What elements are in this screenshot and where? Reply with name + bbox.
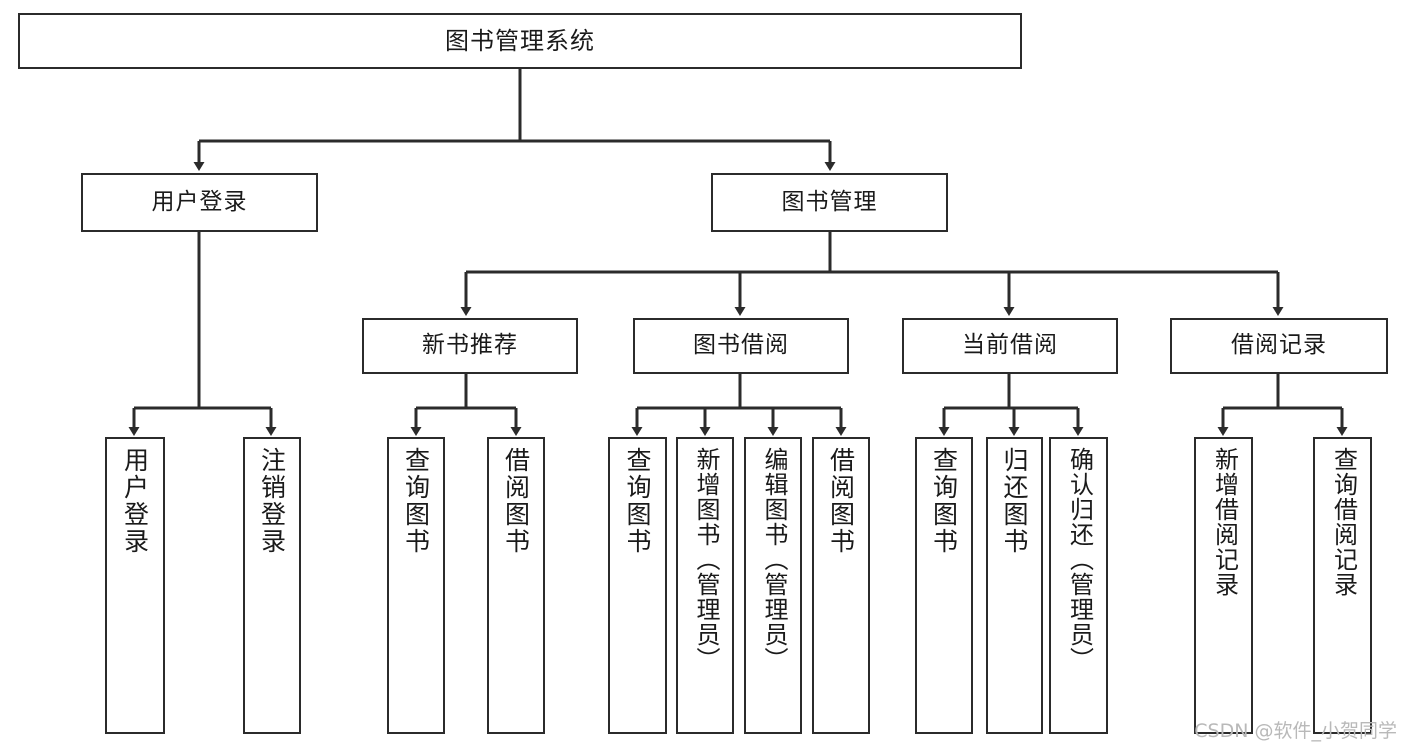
node-leaf-query-book-2[interactable]: 查询图书 [608,437,667,734]
node-leaf-add-book-label: 新增图书（管理员） [691,447,720,672]
node-leaf-borrow-book-2[interactable]: 借阅图书 [812,437,870,734]
node-leaf-query-book-2-label: 查询图书 [623,447,652,555]
connector-root-to-level2 [193,69,836,171]
node-current-borrow[interactable]: 当前借阅 [902,318,1118,374]
node-leaf-edit-book[interactable]: 编辑图书（管理员） [744,437,802,734]
node-leaf-query-book-3-label: 查询图书 [929,447,959,555]
node-borrow-record-label: 借阅记录 [1231,332,1327,359]
node-borrow-record[interactable]: 借阅记录 [1170,318,1388,374]
connector-currentborrow-to-leaves [938,374,1084,436]
node-book-borrow-label: 图书借阅 [693,332,789,359]
node-leaf-add-book[interactable]: 新增图书（管理员） [676,437,734,734]
node-leaf-return-book-label: 归还图书 [1000,447,1029,555]
node-leaf-borrow-book-1[interactable]: 借阅图书 [487,437,545,734]
node-user-login[interactable]: 用户登录 [81,173,318,232]
node-leaf-return-book[interactable]: 归还图书 [986,437,1043,734]
node-leaf-query-record[interactable]: 查询借阅记录 [1313,437,1372,734]
node-leaf-query-book-1[interactable]: 查询图书 [387,437,445,734]
node-current-borrow-label: 当前借阅 [962,332,1058,359]
csdn-watermark: CSDN @软件_小贺同学 [1194,720,1397,742]
node-book-manage[interactable]: 图书管理 [711,173,948,232]
node-leaf-add-record[interactable]: 新增借阅记录 [1194,437,1253,734]
node-leaf-user-login-label: 用户登录 [120,447,150,555]
node-leaf-confirm-return[interactable]: 确认归还（管理员） [1049,437,1108,734]
node-leaf-query-book-3[interactable]: 查询图书 [915,437,973,734]
connector-bookmanage-to-level3 [460,232,1284,316]
node-root[interactable]: 图书管理系统 [18,13,1022,69]
node-leaf-query-record-label: 查询借阅记录 [1329,447,1358,597]
node-leaf-borrow-book-1-label: 借阅图书 [501,447,531,555]
node-book-borrow[interactable]: 图书借阅 [633,318,849,374]
node-new-book-recommend[interactable]: 新书推荐 [362,318,578,374]
node-leaf-confirm-return-label: 确认归还（管理员） [1065,447,1094,672]
connector-userlogin-to-leaves [128,232,277,436]
node-new-book-recommend-label: 新书推荐 [422,332,518,359]
node-user-login-label: 用户登录 [151,188,248,215]
node-leaf-query-book-1-label: 查询图书 [401,447,431,555]
node-leaf-user-login[interactable]: 用户登录 [105,437,165,734]
node-book-manage-label: 图书管理 [781,188,878,215]
connector-newbook-to-leaves [410,374,522,436]
connector-borrowrecord-to-leaves [1217,374,1348,436]
connector-bookborrow-to-leaves [631,374,847,436]
node-leaf-user-logout-label: 注销登录 [257,447,287,555]
node-leaf-user-logout[interactable]: 注销登录 [243,437,301,734]
node-leaf-edit-book-label: 编辑图书（管理员） [759,447,788,672]
node-root-label: 图书管理系统 [445,26,595,55]
node-leaf-borrow-book-2-label: 借阅图书 [826,447,856,555]
node-leaf-add-record-label: 新增借阅记录 [1210,447,1239,597]
